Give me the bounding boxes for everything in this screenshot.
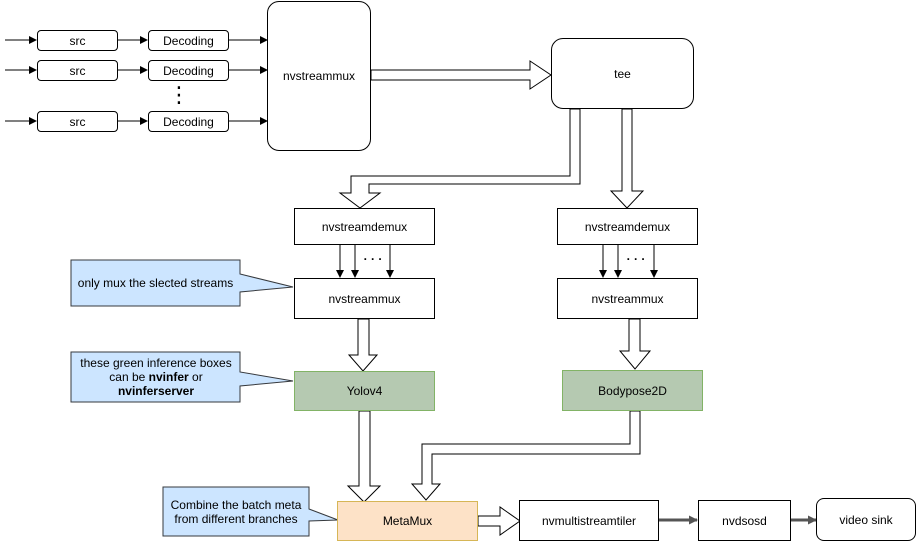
- tee-to-left-demux-arrow: [338, 108, 581, 209]
- callout-inference-nvinfer: nvinfer: [148, 370, 189, 384]
- callout-combine-meta: Combine the batch meta from different br…: [170, 497, 302, 526]
- src-node-1: src: [37, 30, 118, 51]
- yolov4-inference-node: Yolov4: [294, 371, 435, 411]
- decoding-node-3: Decoding: [148, 111, 229, 132]
- bodypose2d-inference-node: Bodypose2D: [562, 370, 703, 411]
- left-demux-ellipsis: · · ·: [363, 252, 383, 266]
- nvstreammux-right-node: nvstreammux: [557, 278, 698, 319]
- callout-inference-nvinferserver: nvinferserver: [117, 384, 195, 398]
- metamux-node: MetaMux: [337, 501, 478, 541]
- decoding-node-1: Decoding: [148, 30, 229, 51]
- nvstreamdemux-right-node: nvstreamdemux: [557, 208, 698, 245]
- nvstreamdemux-left-node: nvstreamdemux: [294, 208, 435, 245]
- decoding-node-2: Decoding: [148, 60, 229, 81]
- nvdsosd-node: nvdsosd: [698, 500, 791, 541]
- src-node-2: src: [37, 60, 118, 81]
- callout-inference-prefix: these green inference boxes can be: [80, 356, 232, 384]
- src-node-3: src: [37, 111, 118, 132]
- tee-to-right-demux-arrow: [609, 108, 645, 209]
- video-sink-node: video sink: [816, 498, 916, 541]
- mux-to-tee-arrow: [370, 60, 552, 90]
- bodypose-to-metamux-arrow: [410, 410, 641, 501]
- nvstreammux-main-node: nvstreammux: [267, 1, 371, 151]
- callout-select-streams-shape: [70, 259, 294, 307]
- right-mux-to-bodypose-arrow: [618, 318, 652, 370]
- callout-inference-shape: [70, 351, 294, 403]
- right-demux-ellipsis: · · ·: [626, 252, 646, 266]
- yolov4-to-metamux-arrow: [346, 410, 382, 503]
- nvmultistreamtiler-node: nvmultistreamtiler: [519, 500, 659, 541]
- left-mux-to-yolov4-arrow: [347, 318, 379, 372]
- callout-inference-or: or: [188, 370, 203, 384]
- nvstreammux-left-node: nvstreammux: [294, 278, 435, 319]
- tee-node: tee: [551, 38, 694, 109]
- callout-combine-meta-shape: [162, 486, 339, 537]
- callout-inference: these green inference boxes can be nvinf…: [73, 352, 239, 402]
- metamux-to-tiler-arrow: [477, 506, 521, 536]
- decoding-vertical-ellipsis: ⋮: [168, 82, 190, 107]
- callout-select-streams: only mux the slected streams: [77, 276, 234, 290]
